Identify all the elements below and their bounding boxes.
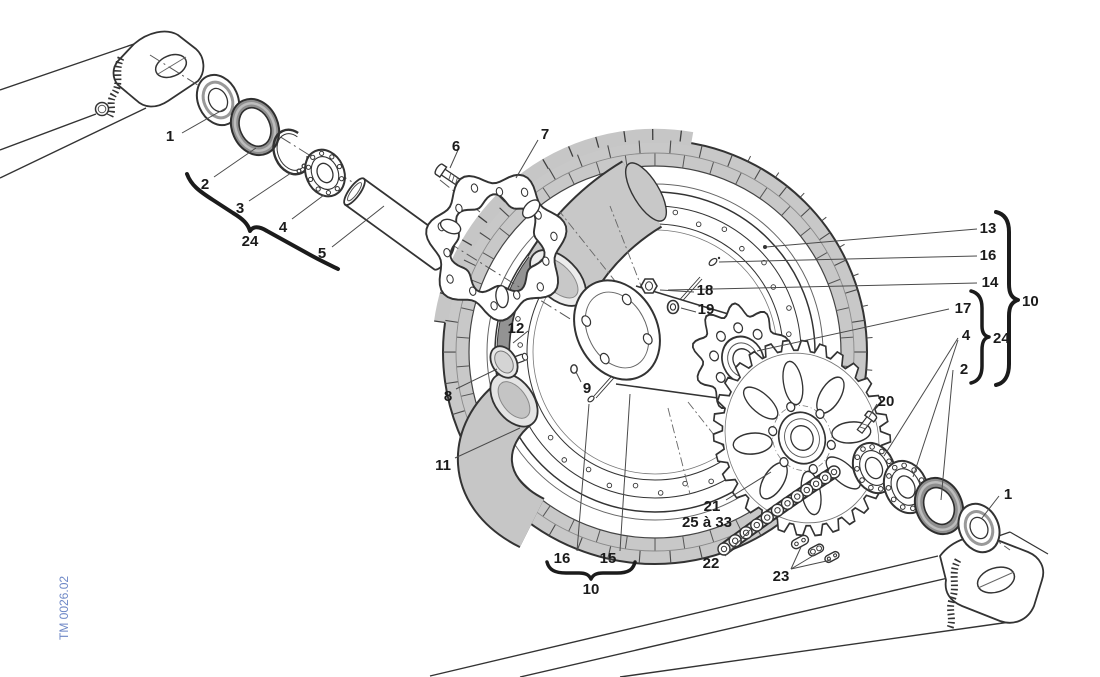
brace-bottom-10: [545, 560, 637, 581]
document-code: TM 0026.02: [57, 576, 71, 640]
drive-chain: [717, 465, 841, 556]
brace-left-24: [185, 172, 340, 271]
adjuster-boss: [94, 101, 110, 117]
callout-21: 21: [704, 498, 721, 515]
seal-ring-left: [195, 73, 241, 127]
callout-20: 20: [878, 393, 895, 410]
bearing-left: [304, 148, 346, 198]
rear-sprocket: [712, 339, 892, 537]
spacer-ring-right: [913, 476, 965, 536]
chain-master-links: [790, 534, 840, 564]
group-braces: [185, 172, 1020, 581]
callout-12: 12: [508, 320, 525, 337]
swingarm-right-end: [429, 531, 1049, 677]
callout-10-right: 10: [1022, 293, 1039, 310]
leader-lines: [181, 107, 1000, 570]
washer: [666, 299, 680, 315]
callout-17: 17: [955, 300, 972, 317]
callout-3: 3: [236, 200, 244, 217]
callout-9: 9: [583, 380, 591, 397]
brake-side-flange: [573, 279, 661, 381]
callout-18: 18: [697, 282, 714, 299]
callout-1-right: 1: [1004, 486, 1012, 503]
callout-2-left: 2: [201, 176, 209, 193]
brace-right-10: [994, 210, 1020, 387]
swingarm-left-end: [0, 30, 205, 179]
callout-11: 11: [435, 457, 451, 474]
sprocket-bolt: [856, 410, 878, 435]
callout-19: 19: [698, 301, 715, 318]
callout-14: 14: [982, 274, 999, 291]
rim-lock: [489, 345, 529, 379]
callout-24-right: 24: [993, 330, 1010, 347]
axle-nut: [640, 278, 658, 294]
inner-tube: [457, 372, 546, 549]
loose-nipple: [570, 364, 578, 374]
callout-2-right: 2: [960, 361, 968, 378]
callout-16-bottom: 16: [554, 550, 571, 567]
brace-right-24: [969, 289, 991, 385]
seal-ring-right: [957, 502, 1001, 554]
brake-disc: [425, 173, 568, 322]
callout-23: 23: [773, 568, 790, 585]
callout-15: 15: [600, 550, 617, 567]
callout-7: 7: [541, 126, 549, 143]
callout-13: 13: [980, 220, 997, 237]
callout-16-right: 16: [980, 247, 997, 264]
spoke-nipple-top: [708, 257, 718, 267]
callout-25-33: 25 à 33: [682, 514, 732, 531]
spacer-ring-left: [229, 97, 281, 157]
callout-1-left: 1: [166, 128, 174, 145]
callout-4-right: 4: [962, 327, 971, 344]
callout-24-left: 24: [242, 233, 259, 250]
callout-22: 22: [703, 555, 720, 572]
callout-5: 5: [318, 245, 326, 262]
callout-6: 6: [452, 138, 460, 155]
callout-4-left: 4: [279, 219, 288, 236]
callout-8: 8: [444, 388, 452, 405]
callout-10-bottom: 10: [583, 581, 600, 598]
spoke-nipple-bottom: [587, 395, 595, 403]
